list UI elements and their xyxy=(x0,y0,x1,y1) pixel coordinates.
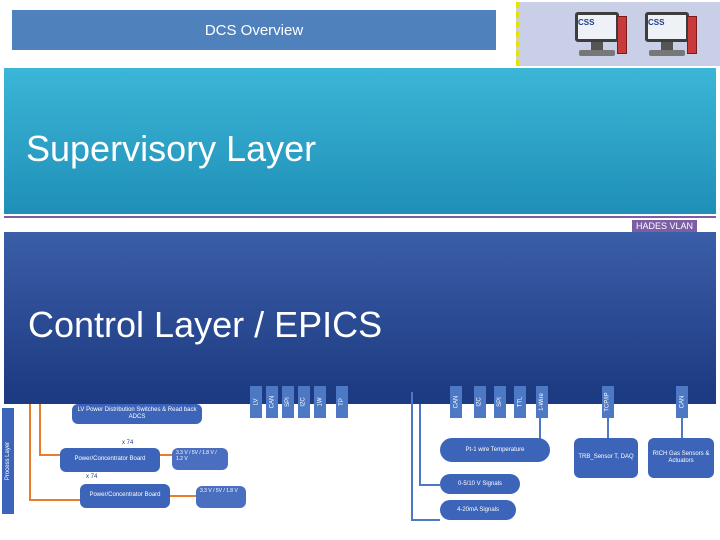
tower-icon xyxy=(687,16,697,54)
hades-vlan-label: HADES VLAN xyxy=(632,220,698,232)
page-title: DCS Overview xyxy=(12,10,496,50)
server-logo: CSS xyxy=(648,18,665,27)
monitor-base xyxy=(579,50,615,56)
voltage-box: 3.3 V / 5V / 1.8 V xyxy=(196,486,246,508)
protocol-tag: SPI xyxy=(282,386,294,418)
server-computer-icon: CSS xyxy=(569,10,627,60)
protocol-tag: CAN xyxy=(266,386,278,418)
protocol-tag: I2C xyxy=(298,386,310,418)
voltage-box: 3.3 V / 5V / 1.8 V / 1.2 V xyxy=(172,448,228,470)
server-strip: CSS CSS xyxy=(516,2,720,66)
protocol-tag: TCP/IP xyxy=(602,386,614,418)
server-computer-icon: CSS xyxy=(639,10,697,60)
protocol-tag: I2C xyxy=(474,386,486,418)
protocol-tag: TTL xyxy=(514,386,526,418)
control-layer: Control Layer / EPICS xyxy=(4,232,716,392)
monitor-base xyxy=(649,50,685,56)
monitor-icon xyxy=(575,12,619,42)
process-layer-label: Process Layer xyxy=(2,408,14,514)
concentrator-board: Power/Concentrator Board xyxy=(60,448,160,472)
lv-distribution-box: LV Power Distribution Switches & Read ba… xyxy=(72,404,202,424)
hades-vlan-line xyxy=(4,216,716,218)
trb-sensor-box: TRB_Sensor T, DAQ xyxy=(574,438,638,478)
x74-label: x 74 xyxy=(86,474,98,480)
protocol-tag: CAN xyxy=(450,386,462,418)
temperature-box: Pt-1 wire Temperature xyxy=(440,438,550,462)
protocol-tag: CAN xyxy=(676,386,688,418)
protocol-tag: 1-Wire xyxy=(536,386,548,418)
protocol-tag: 1W xyxy=(314,386,326,418)
protocol-tag: SPI xyxy=(494,386,506,418)
monitor-stand xyxy=(661,42,673,50)
monitor-icon xyxy=(645,12,689,42)
protocol-tag: TP xyxy=(336,386,348,418)
x74-label: x 74 xyxy=(122,440,134,446)
supervisory-layer: Supervisory Layer xyxy=(4,68,716,214)
signals-0-10-box: 0-5/10 V Signals xyxy=(440,474,520,494)
title-text: DCS Overview xyxy=(204,21,304,39)
rich-gas-box: RICH Gas Sensors & Actuators xyxy=(648,438,714,478)
signals-4-20-box: 4-20mA Signals xyxy=(440,500,516,520)
tower-icon xyxy=(617,16,627,54)
monitor-stand xyxy=(591,42,603,50)
concentrator-board: Power/Concentrator Board xyxy=(80,484,170,508)
protocol-tag: LV xyxy=(250,386,262,418)
supervisory-layer-label: Supervisory Layer xyxy=(26,128,317,169)
control-layer-label: Control Layer / EPICS xyxy=(28,304,383,345)
server-logo: CSS xyxy=(578,18,595,27)
